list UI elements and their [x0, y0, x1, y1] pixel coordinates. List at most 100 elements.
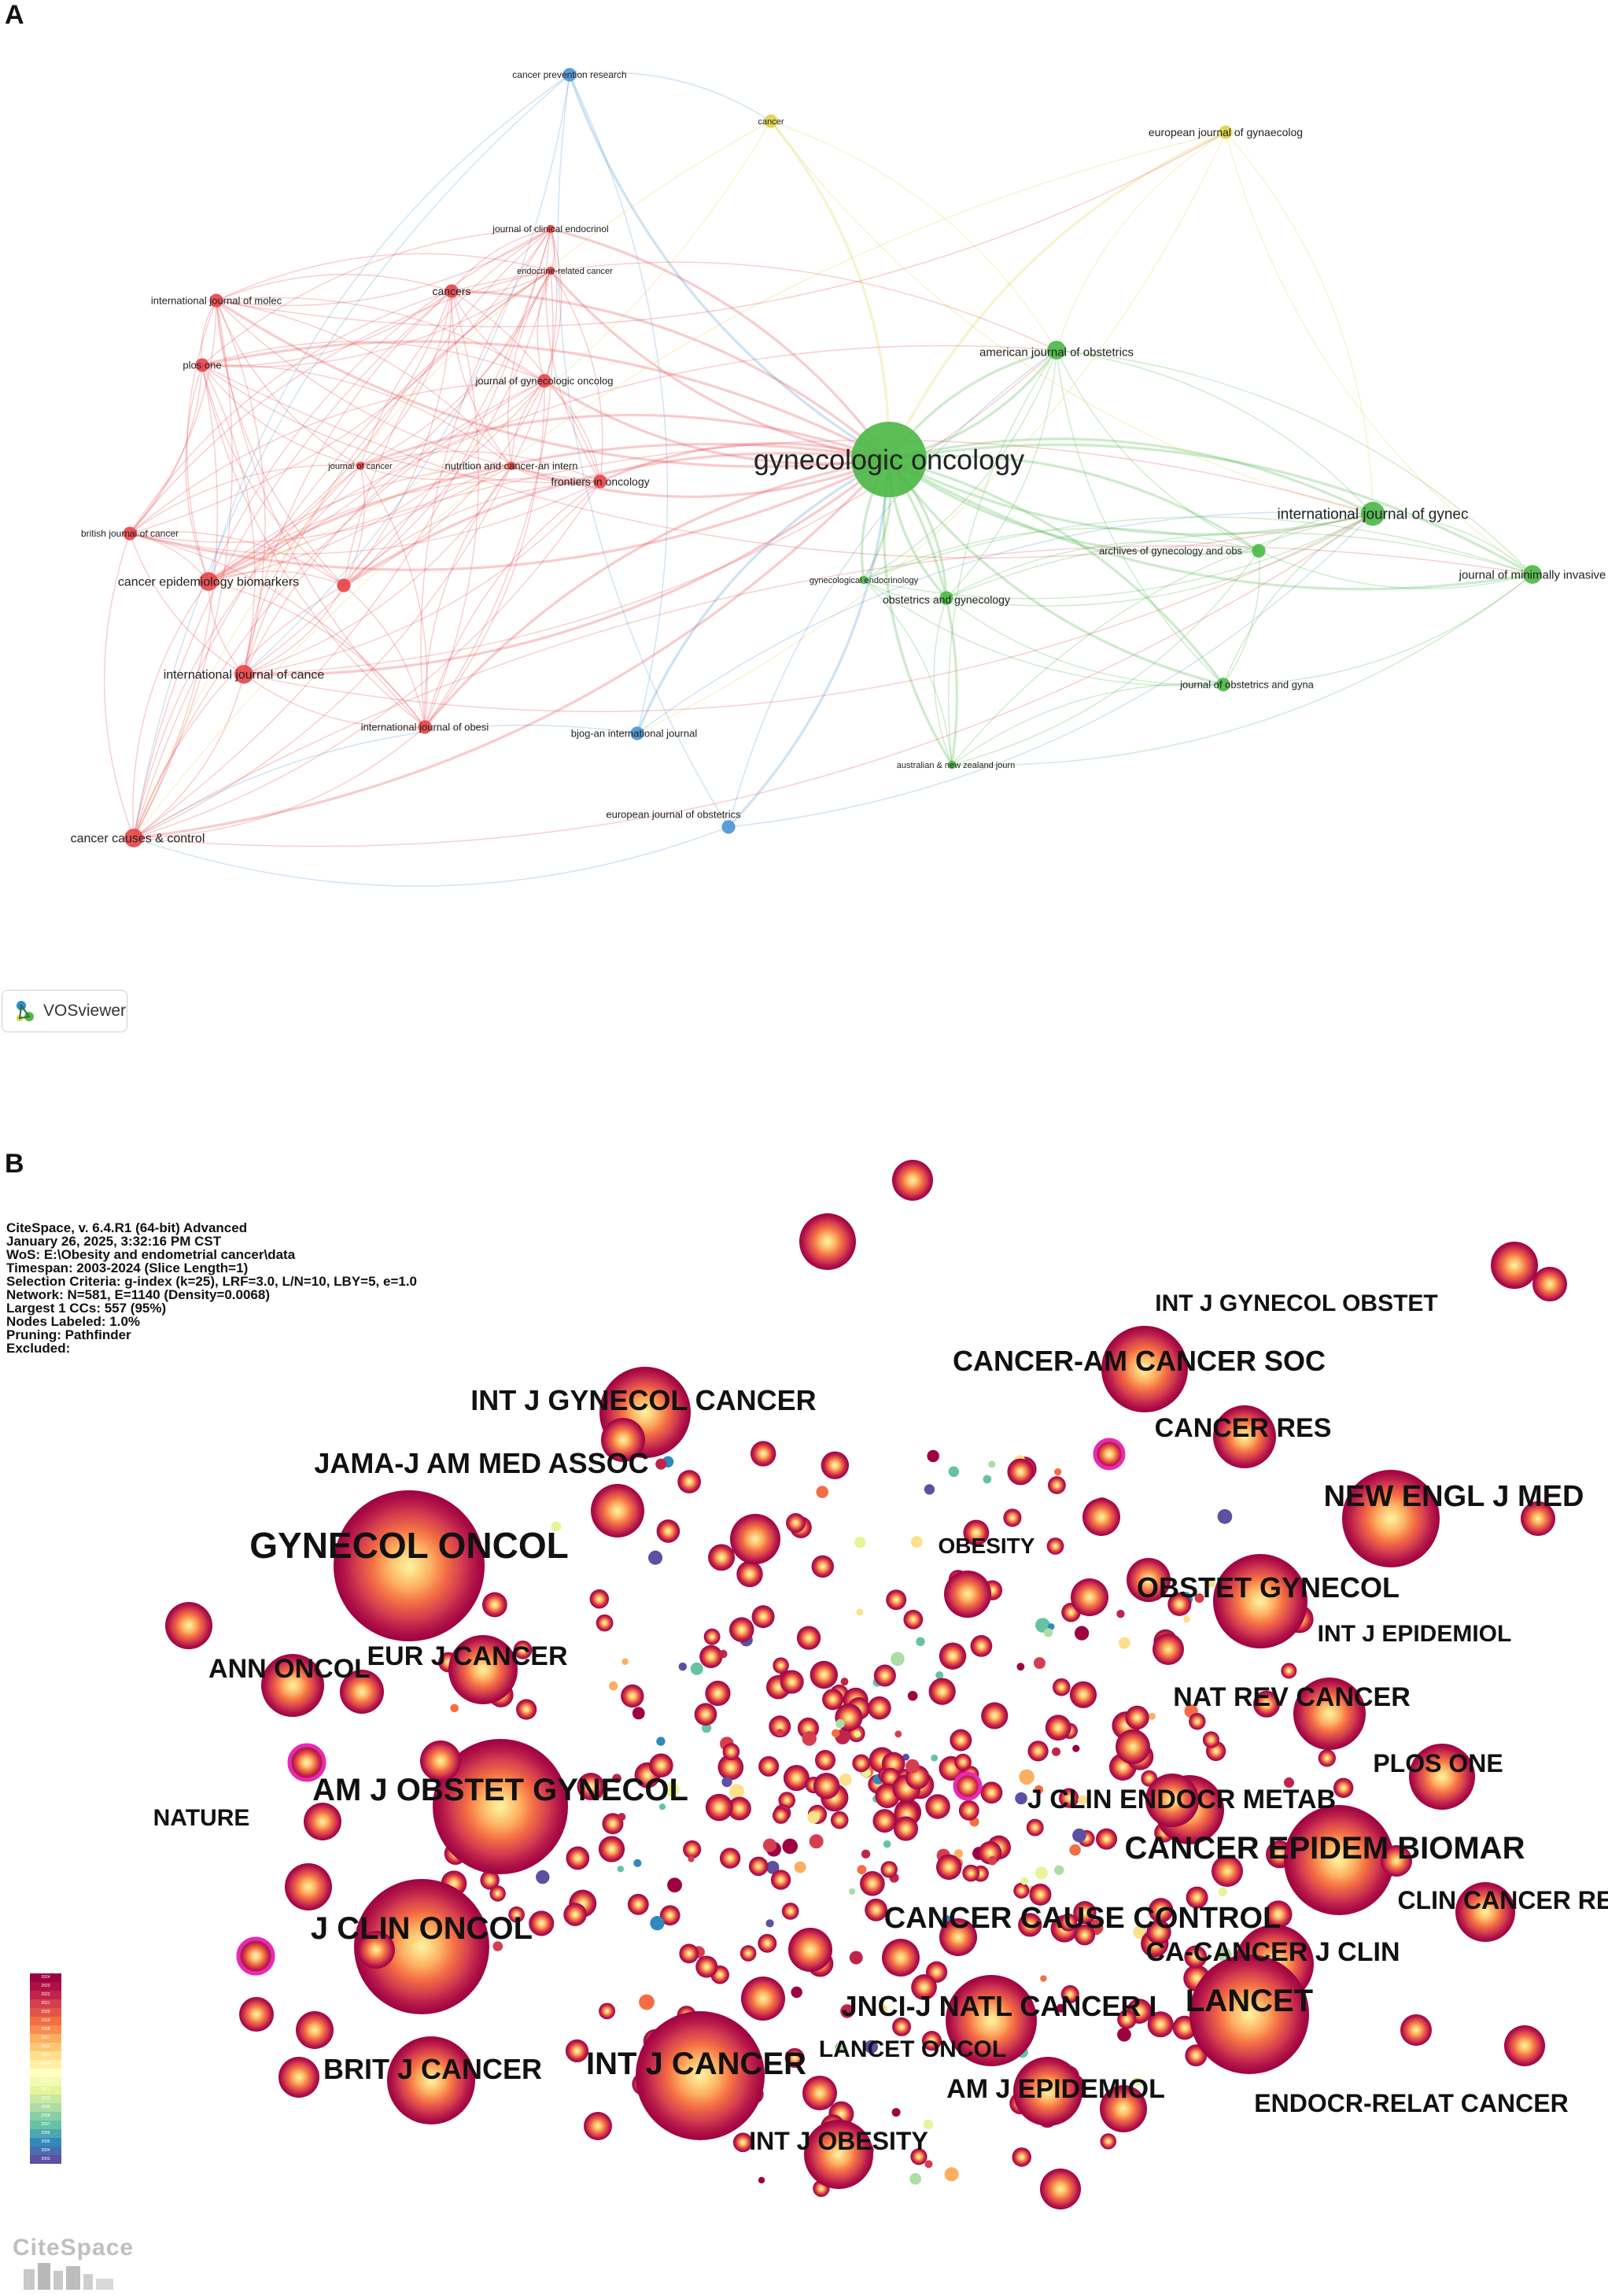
- citation-node[interactable]: [1035, 1866, 1048, 1880]
- node-ccc[interactable]: [124, 829, 143, 847]
- citation-node[interactable]: [796, 1626, 821, 1650]
- citation-node[interactable]: [948, 1466, 960, 1478]
- major-node-19[interactable]: [354, 1879, 489, 2014]
- citation-node[interactable]: [1056, 2003, 1065, 2013]
- citation-node[interactable]: [705, 1680, 731, 1707]
- citation-node[interactable]: [1333, 1777, 1354, 1798]
- citation-node[interactable]: [988, 1460, 996, 1468]
- citation-node[interactable]: [1202, 1731, 1220, 1748]
- citation-node[interactable]: [1207, 1579, 1215, 1588]
- citation-node[interactable]: [1040, 2169, 1081, 2209]
- citation-node[interactable]: [924, 2160, 933, 2169]
- citation-node[interactable]: [481, 1592, 507, 1618]
- citation-node[interactable]: [1532, 1267, 1567, 1301]
- citation-node[interactable]: [1054, 1865, 1064, 1875]
- citation-node[interactable]: [865, 2039, 879, 2054]
- citation-node[interactable]: [1116, 1609, 1125, 1619]
- citation-node[interactable]: [944, 1571, 991, 1618]
- node-ceb[interactable]: [199, 572, 218, 591]
- citation-node[interactable]: [963, 1519, 990, 1546]
- node-og[interactable]: [939, 591, 953, 605]
- citation-node[interactable]: [1059, 1913, 1078, 1932]
- citation-node[interactable]: [1145, 1774, 1199, 1827]
- citation-node[interactable]: [617, 1866, 625, 1873]
- citation-node[interactable]: [981, 1702, 1009, 1729]
- major-node-17[interactable]: [1284, 1805, 1394, 1915]
- high-centrality-node[interactable]: [287, 1743, 326, 1782]
- citation-node[interactable]: [1074, 1924, 1096, 1946]
- citation-node[interactable]: [910, 2148, 928, 2165]
- citation-node[interactable]: [750, 1441, 776, 1467]
- citation-node[interactable]: [1033, 1657, 1046, 1670]
- citation-node[interactable]: [840, 2004, 854, 2018]
- citation-node[interactable]: [783, 1765, 810, 1792]
- citation-node[interactable]: [688, 1855, 695, 1862]
- citation-node[interactable]: [665, 1782, 680, 1797]
- citation-node[interactable]: [1015, 1792, 1027, 1805]
- citation-node[interactable]: [758, 1755, 780, 1777]
- node-agob[interactable]: [1252, 544, 1266, 558]
- citation-node[interactable]: [958, 1800, 979, 1821]
- citation-node[interactable]: [1117, 2010, 1137, 2029]
- citation-node[interactable]: [879, 2004, 888, 2014]
- citation-node[interactable]: [782, 1838, 798, 1855]
- citation-node[interactable]: [598, 1836, 625, 1862]
- node-ejo[interactable]: [721, 820, 736, 834]
- citation-node[interactable]: [907, 1690, 918, 1701]
- citation-node[interactable]: [839, 1773, 852, 1786]
- major-node-14[interactable]: [433, 1739, 568, 1874]
- citation-node[interactable]: [450, 1704, 459, 1713]
- citation-node[interactable]: [786, 1513, 806, 1533]
- citation-node[interactable]: [868, 1696, 891, 1720]
- citation-node[interactable]: [551, 1521, 562, 1532]
- citation-node[interactable]: [911, 1974, 937, 2000]
- citation-node[interactable]: [357, 1931, 395, 1969]
- citation-node[interactable]: [722, 1743, 740, 1761]
- citation-node[interactable]: [916, 1637, 925, 1647]
- citation-node[interactable]: [852, 1754, 871, 1773]
- citation-node[interactable]: [736, 1560, 763, 1588]
- citation-node[interactable]: [677, 1470, 701, 1493]
- major-node-27[interactable]: [1013, 2057, 1082, 2126]
- citation-node[interactable]: [678, 1662, 688, 1671]
- citation-node[interactable]: [772, 1807, 790, 1824]
- citation-node[interactable]: [928, 1678, 956, 1705]
- citation-node[interactable]: [923, 2119, 934, 2130]
- citation-node[interactable]: [1184, 1945, 1208, 1969]
- citation-node[interactable]: [278, 2057, 319, 2098]
- citation-node[interactable]: [1013, 1882, 1030, 1899]
- citation-node[interactable]: [1046, 1537, 1064, 1555]
- node-ijc[interactable]: [234, 665, 253, 684]
- citation-node[interactable]: [1133, 1925, 1147, 1940]
- citation-node[interactable]: [1118, 1637, 1130, 1649]
- citation-node[interactable]: [751, 1605, 775, 1629]
- citation-node[interactable]: [857, 1865, 867, 1875]
- citation-node[interactable]: [1082, 1498, 1120, 1536]
- node-bjc[interactable]: [123, 526, 137, 541]
- major-node-8[interactable]: [1213, 1554, 1307, 1648]
- citation-node[interactable]: [529, 1910, 555, 1936]
- citation-node[interactable]: [1074, 1626, 1090, 1641]
- citation-node[interactable]: [719, 1649, 728, 1659]
- citation-node[interactable]: [840, 1678, 849, 1686]
- citation-node[interactable]: [1012, 2147, 1031, 2167]
- major-node-12[interactable]: [1293, 1678, 1366, 1750]
- citation-node[interactable]: [758, 1933, 777, 1953]
- citation-node[interactable]: [618, 1812, 626, 1822]
- citation-node[interactable]: [655, 1458, 667, 1470]
- citation-node[interactable]: [816, 1486, 829, 1498]
- citation-node[interactable]: [987, 1856, 998, 1866]
- citation-node[interactable]: [883, 1840, 891, 1848]
- citation-node[interactable]: [950, 1729, 972, 1752]
- citation-node[interactable]: [799, 1213, 856, 1270]
- citation-node[interactable]: [773, 1657, 789, 1674]
- citation-node[interactable]: [1040, 1975, 1047, 1982]
- citation-node[interactable]: [821, 1451, 850, 1479]
- citation-node[interactable]: [717, 1754, 744, 1781]
- citation-node[interactable]: [695, 1955, 718, 1978]
- citation-node[interactable]: [1147, 2011, 1174, 2038]
- major-node-25[interactable]: [387, 2036, 475, 2124]
- citation-node[interactable]: [627, 1893, 649, 1915]
- citation-node[interactable]: [1007, 1458, 1035, 1486]
- citation-node[interactable]: [601, 1418, 645, 1462]
